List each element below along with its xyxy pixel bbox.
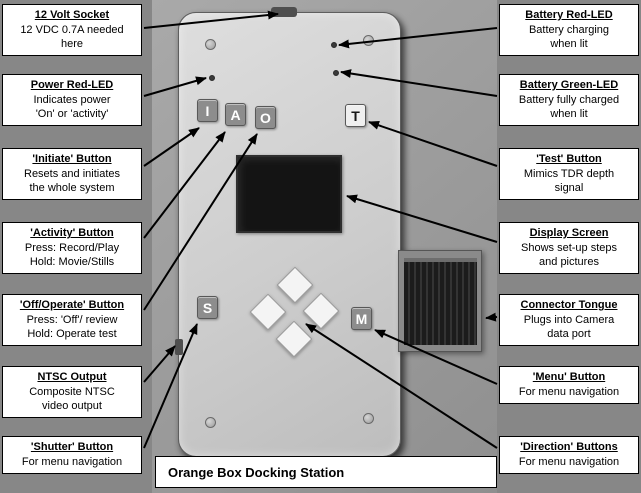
callout-line: and pictures bbox=[539, 256, 599, 268]
activity-button: A bbox=[225, 103, 246, 126]
callout-shutter-button: 'Shutter' Button For menu navigation bbox=[2, 436, 142, 474]
direction-button-down bbox=[275, 320, 313, 358]
ntsc-output-port bbox=[175, 339, 183, 355]
callout-title: Connector Tongue bbox=[520, 299, 618, 311]
callout-line: here bbox=[60, 38, 84, 50]
callout-connector-tongue: Connector Tongue Plugs into Camera data … bbox=[499, 294, 639, 346]
initiate-button: I bbox=[197, 99, 218, 122]
callout-title: Power Red-LED bbox=[30, 79, 114, 91]
connector-tongue bbox=[404, 258, 477, 345]
direction-button-up bbox=[276, 266, 314, 304]
direction-button-left bbox=[249, 293, 287, 331]
callout-power-red-led: Power Red-LED Indicates power 'On' or 'a… bbox=[2, 74, 142, 126]
callout-line: when lit bbox=[550, 38, 588, 50]
callout-title: Battery Red-LED bbox=[525, 9, 613, 21]
callout-line: 'On' or 'activity' bbox=[35, 108, 109, 120]
battery-green-led bbox=[333, 70, 339, 76]
diagram-caption: Orange Box Docking Station bbox=[155, 456, 497, 488]
shutter-button: S bbox=[197, 296, 218, 319]
callout-title: Battery Green-LED bbox=[519, 79, 619, 91]
corner-screw bbox=[363, 413, 374, 424]
callout-title: 'Shutter' Button bbox=[30, 441, 114, 453]
callout-line: video output bbox=[42, 400, 102, 412]
callout-initiate-button: 'Initiate' Button Resets and initiates t… bbox=[2, 148, 142, 200]
callout-line: Shows set-up steps bbox=[521, 242, 617, 254]
callout-line: Resets and initiates bbox=[24, 168, 120, 180]
callout-line: Battery charging bbox=[528, 24, 610, 36]
off-operate-button: O bbox=[255, 106, 276, 129]
callout-battery-red-led: Battery Red-LED Battery charging when li… bbox=[499, 4, 639, 56]
callout-activity-button: 'Activity' Button Press: Record/Play Hol… bbox=[2, 222, 142, 274]
callout-title: Display Screen bbox=[529, 227, 609, 239]
callout-line: Mimics TDR depth bbox=[523, 168, 615, 180]
corner-screw bbox=[205, 39, 216, 50]
callout-line: Press: Record/Play bbox=[24, 242, 120, 254]
direction-button-right bbox=[302, 292, 340, 330]
callout-title: 'Menu' Button bbox=[532, 371, 606, 383]
callout-title: 'Off/Operate' Button bbox=[19, 299, 125, 311]
display-screen bbox=[236, 155, 342, 233]
callout-title: 12 Volt Socket bbox=[34, 9, 110, 21]
callout-line: Indicates power bbox=[33, 94, 111, 106]
caption-text: Orange Box Docking Station bbox=[168, 464, 345, 480]
callout-line: 12 VDC 0.7A needed bbox=[20, 24, 124, 36]
corner-screw bbox=[205, 417, 216, 428]
power-red-led bbox=[209, 75, 215, 81]
callout-12-volt-socket: 12 Volt Socket 12 VDC 0.7A needed here bbox=[2, 4, 142, 56]
callout-test-button: 'Test' Button Mimics TDR depth signal bbox=[499, 148, 639, 200]
callout-line: Hold: Movie/Stills bbox=[29, 256, 115, 268]
callout-line: when lit bbox=[550, 108, 588, 120]
callout-line: data port bbox=[547, 328, 591, 340]
callout-menu-button: 'Menu' Button For menu navigation bbox=[499, 366, 639, 404]
callout-line: the whole system bbox=[29, 182, 115, 194]
callout-title: NTSC Output bbox=[37, 371, 107, 383]
test-button: T bbox=[345, 104, 366, 127]
callout-direction-buttons: 'Direction' Buttons For menu navigation bbox=[499, 436, 639, 474]
callout-title: 'Direction' Buttons bbox=[520, 441, 618, 453]
callout-display-screen: Display Screen Shows set-up steps and pi… bbox=[499, 222, 639, 274]
callout-title: 'Activity' Button bbox=[30, 227, 114, 239]
callout-battery-green-led: Battery Green-LED Battery fully charged … bbox=[499, 74, 639, 126]
callout-title: 'Test' Button bbox=[536, 153, 602, 165]
callout-line: Hold: Operate test bbox=[27, 328, 117, 340]
callout-line: For menu navigation bbox=[518, 386, 620, 398]
callout-line: For menu navigation bbox=[518, 456, 620, 468]
callout-ntsc-output: NTSC Output Composite NTSC video output bbox=[2, 366, 142, 418]
callout-off-operate-button: 'Off/Operate' Button Press: 'Off'/ revie… bbox=[2, 294, 142, 346]
docking-station-body: I A O T S M bbox=[175, 7, 401, 457]
callout-title: 'Initiate' Button bbox=[32, 153, 112, 165]
callout-line: Plugs into Camera bbox=[523, 314, 615, 326]
callout-line: Battery fully charged bbox=[518, 94, 620, 106]
callout-line: For menu navigation bbox=[21, 456, 123, 468]
corner-screw bbox=[363, 35, 374, 46]
callout-line: signal bbox=[554, 182, 584, 194]
twelve-volt-socket bbox=[271, 7, 297, 17]
callout-line: Composite NTSC bbox=[29, 386, 115, 398]
menu-button: M bbox=[351, 307, 372, 330]
battery-red-led bbox=[331, 42, 337, 48]
callout-line: Press: 'Off'/ review bbox=[26, 314, 118, 326]
